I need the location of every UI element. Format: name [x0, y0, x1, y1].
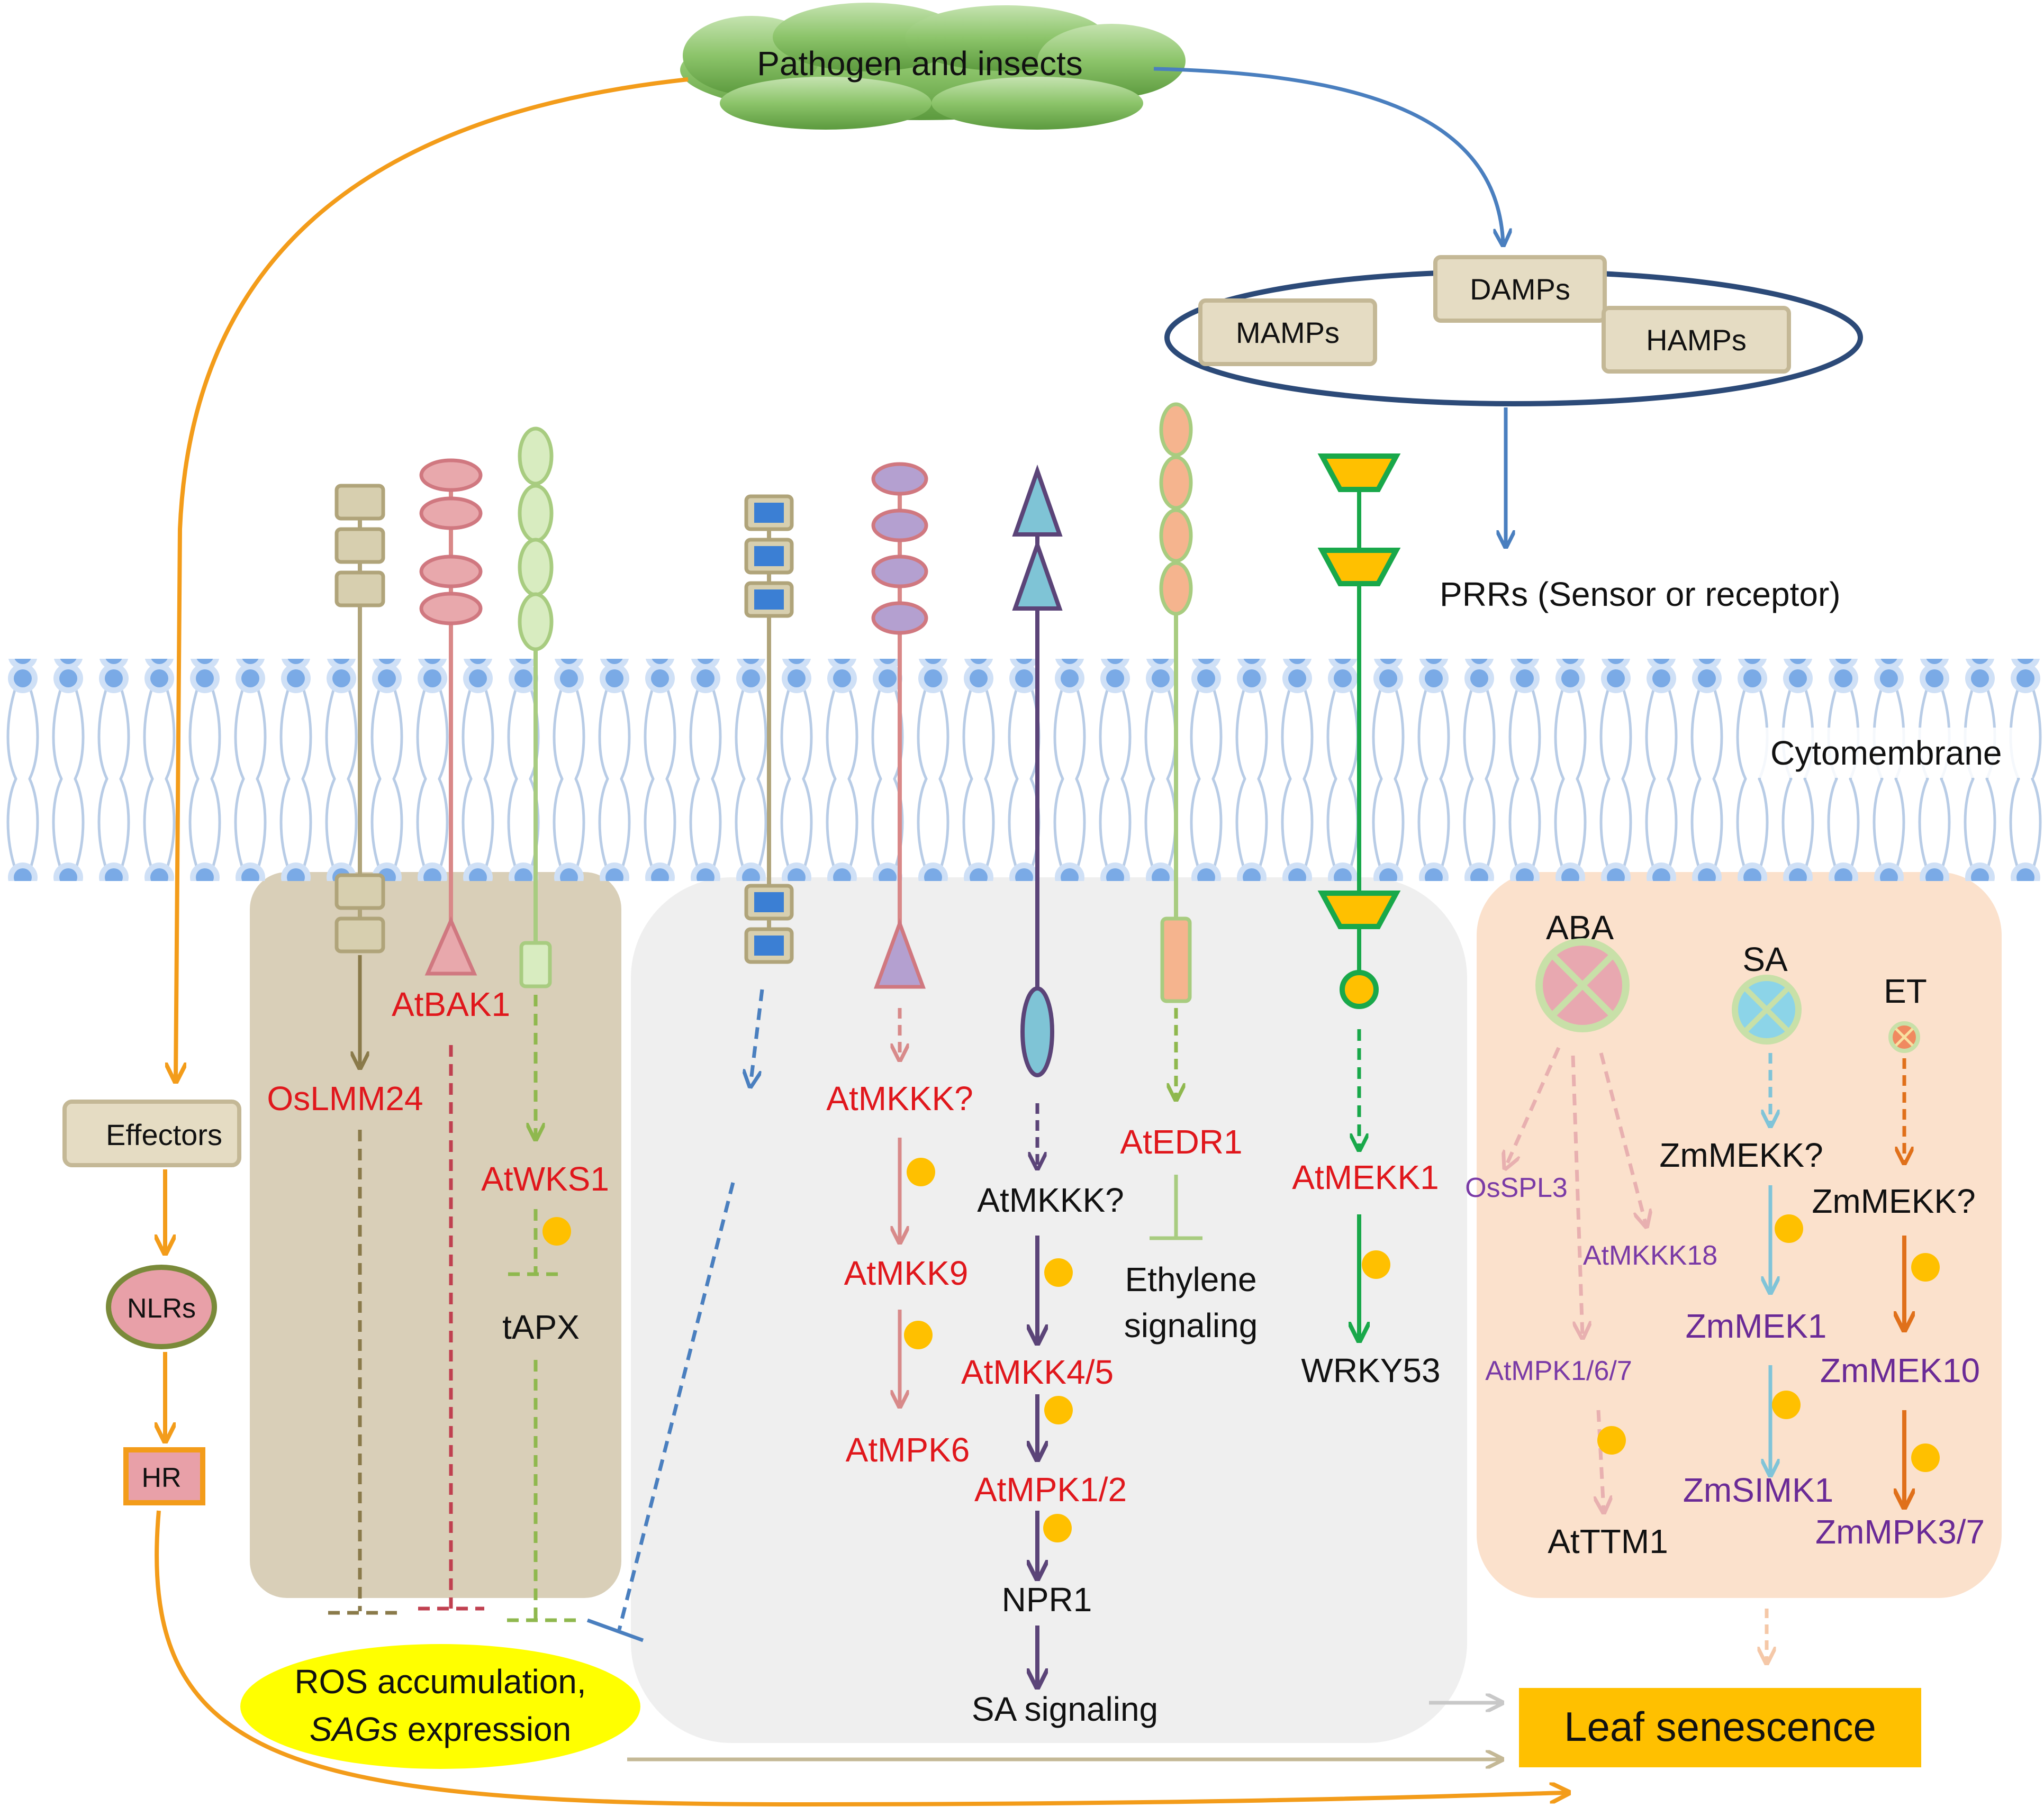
npr1-label: NPR1 [1002, 1581, 1092, 1619]
atmekk1-receptor [1317, 453, 1401, 1009]
atmpk167-to-atttm1-arrow [1598, 1410, 1604, 1511]
effectors-label: Effectors [106, 1118, 222, 1151]
atmkkk-receptor [871, 462, 928, 989]
nlrs-oval [106, 1265, 217, 1349]
pathogen-cloud [680, 3, 1186, 130]
atmkkk18-label: AtMKKK18 [1583, 1240, 1717, 1271]
mamps-label: MAMPs [1236, 316, 1340, 349]
hr-to-leaf-arrow [155, 1510, 1567, 1807]
ethylene-label-2: signaling [1124, 1306, 1258, 1345]
gray-panel [631, 877, 1467, 1743]
tapx-label: tAPX [502, 1308, 580, 1346]
sa-icon [1732, 975, 1802, 1045]
npr1-receptor [1012, 464, 1063, 1077]
atbak1-receptor [419, 458, 483, 976]
tan-panel [250, 872, 621, 1598]
atmpk6-label: AtMPK6 [846, 1431, 970, 1469]
wrky53-label: WRKY53 [1301, 1351, 1440, 1390]
ossles-receptor [744, 494, 794, 964]
atwks1-label: AtWKS1 [481, 1160, 609, 1198]
sa-label: SA [1742, 940, 1788, 978]
ossles-arrow [750, 989, 764, 1085]
cytomembrane-label: Cytomembrane [1770, 734, 2002, 772]
phospho-dot-atmpk12 [1044, 1396, 1073, 1424]
zmmpk37-label: ZmMPK3/7 [1815, 1513, 1985, 1551]
atedr1-label: AtEDR1 [1120, 1123, 1242, 1161]
atmekk1-label: AtMEKK1 [1292, 1158, 1439, 1196]
et-label: ET [1884, 972, 1927, 1010]
hamps-label: HAMPs [1646, 323, 1747, 357]
ossles-inhibit-bar [586, 1618, 644, 1642]
zmsimk1-label: ZmSIMK1 [1683, 1471, 1833, 1509]
atmkk9-label: AtMKK9 [844, 1254, 969, 1292]
et-icon [1888, 1021, 1920, 1053]
atwks1-receptor [518, 426, 554, 988]
cell-membrane [0, 659, 2044, 881]
nlrs-label: NLRs [127, 1293, 196, 1324]
ethylene-label-1: Ethylene [1125, 1260, 1256, 1299]
membrane-label-bg [1757, 728, 2032, 778]
hr-label: HR [141, 1463, 181, 1493]
zmmekk-sa-label: ZmMEKK? [1659, 1136, 1823, 1174]
peach-panel [1477, 872, 2002, 1598]
atmkk45-label: AtMKK4/5 [961, 1353, 1114, 1391]
sa-signaling-label: SA signaling [972, 1690, 1158, 1728]
pathogen-to-patterns-arrow [1153, 67, 1503, 243]
atedr1-receptor [1159, 402, 1193, 1003]
leaf-senescence-label: Leaf senescence [1564, 1703, 1876, 1750]
osspl3-label: OsSPL3 [1465, 1173, 1568, 1203]
damps-box [1433, 255, 1607, 323]
zmmekk-et-label: ZmMEKK? [1812, 1182, 1975, 1220]
aba-to-atmkkk18-arrow [1599, 1052, 1646, 1225]
phospho-dot-zmmek1 [1775, 1214, 1803, 1243]
phospho-dot-zmmpk37 [1911, 1443, 1940, 1472]
atmkkk-red-label: AtMKKK? [826, 1079, 973, 1118]
aba-icon [1535, 938, 1630, 1032]
ossles-inhibit [617, 1182, 735, 1630]
aba-to-osspl3-arrow [1506, 1047, 1561, 1167]
phospho-dot-atmkk45 [1044, 1258, 1073, 1287]
hamps-box [1602, 306, 1791, 374]
ros-ellipse [240, 1644, 640, 1769]
phospho-dot-atttm1 [1597, 1426, 1626, 1455]
pathogen-to-effectors-arrow [176, 77, 689, 1079]
zmmek1-label: ZmMEK1 [1686, 1307, 1827, 1345]
ros-expression-text: expression [398, 1710, 571, 1748]
phospho-dot-atmpk6 [904, 1321, 933, 1349]
pathogen-label: Pathogen and insects [757, 44, 1083, 83]
phospho-dot-atwks1 [542, 1217, 571, 1246]
leaf-senescence-box [1519, 1688, 1921, 1767]
mamps-box [1198, 298, 1377, 366]
oslmm24-receptor [334, 484, 385, 954]
ros-label-1: ROS accumulation, [294, 1663, 586, 1701]
atbak1-label: AtBAK1 [392, 985, 510, 1023]
atttm1-label: AtTTM1 [1548, 1522, 1668, 1560]
effectors-box [62, 1100, 241, 1167]
hr-box [123, 1447, 205, 1505]
ros-label-2: SAGs expression [310, 1710, 571, 1748]
atmkkk-label: AtMKKK? [977, 1181, 1124, 1219]
zmmek10-label: ZmMEK10 [1820, 1351, 1980, 1390]
prrs-label: PRRs (Sensor or receptor) [1440, 575, 1841, 613]
aba-to-atmpk167-arrow [1571, 1055, 1582, 1336]
ros-sags-text: SAGs [310, 1710, 398, 1748]
phospho-dot-zmsimk1 [1772, 1391, 1801, 1419]
phospho-dot-zmmek10 [1911, 1253, 1940, 1282]
damps-label: DAMPs [1470, 273, 1570, 306]
phospho-dot-npr1 [1043, 1514, 1072, 1542]
atmpk12-label: AtMPK1/2 [974, 1470, 1127, 1509]
oslmm24-label: OsLMM24 [267, 1079, 423, 1118]
phospho-dot-atmkk9 [907, 1158, 935, 1186]
atmpk167-label: AtMPK1/6/7 [1485, 1356, 1632, 1386]
phospho-dot-wrky53 [1362, 1250, 1390, 1279]
